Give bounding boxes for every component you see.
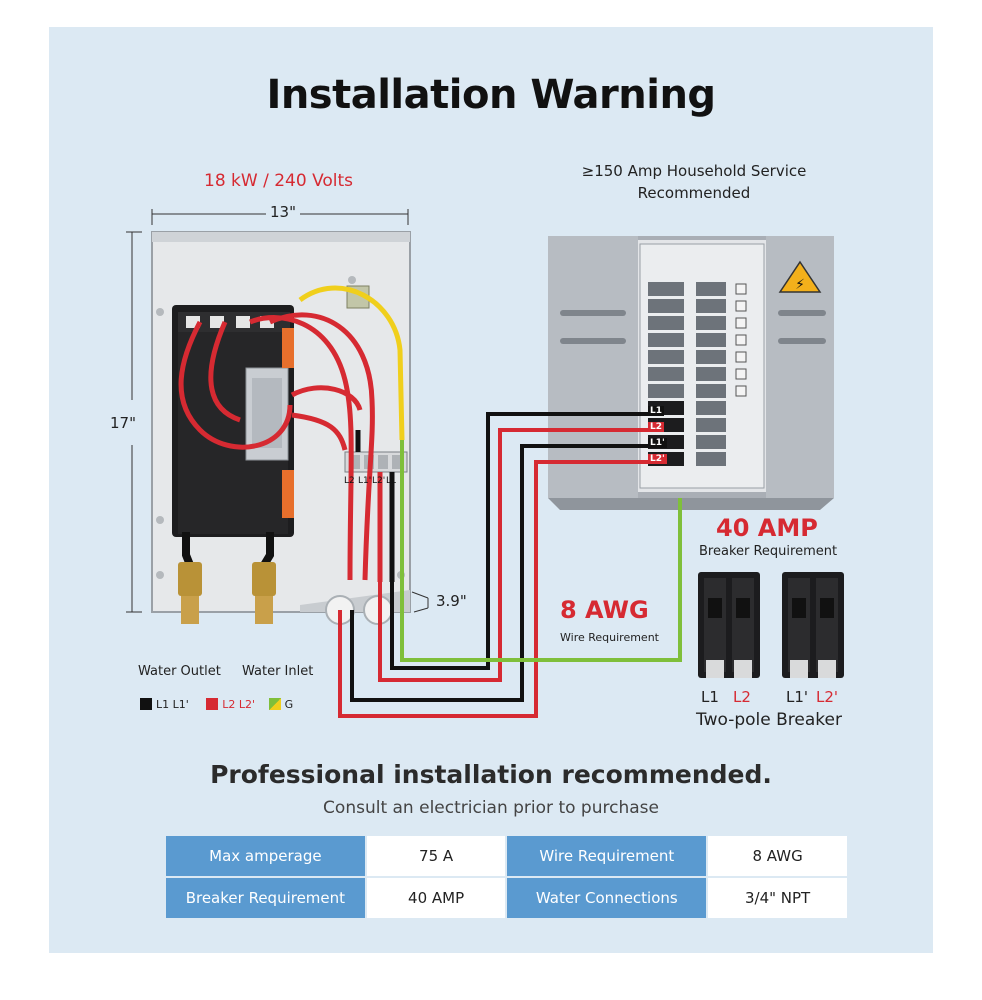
terminal-label-0: L2 xyxy=(344,476,355,486)
heater-depth: 3.9" xyxy=(436,592,467,610)
wire-size: 8 AWG xyxy=(560,596,649,624)
panel-breaker xyxy=(696,384,726,398)
panel-breaker xyxy=(696,350,726,364)
terminal-label-1: L1' xyxy=(358,476,372,486)
two-pole-breaker-1 xyxy=(698,572,760,678)
panel-label-l1p: L1' xyxy=(648,438,667,448)
breaker-label-l1p: L1' xyxy=(786,688,809,706)
spec-key: Breaker Requirement xyxy=(164,876,367,920)
breaker-label-l1: L1 xyxy=(701,688,719,706)
panel-breaker xyxy=(696,418,726,432)
wire-legend: L1 L1' L2 L2' G xyxy=(140,698,293,711)
panel-breaker xyxy=(648,350,684,364)
water-heater xyxy=(151,231,411,625)
breaker-amp: 40 AMP xyxy=(716,514,818,542)
panel-breaker xyxy=(696,435,726,449)
spec-key: Water Connections xyxy=(505,876,709,920)
legend-item-ground: G xyxy=(268,698,293,711)
table-row: Breaker Requirement 40 AMP Water Connect… xyxy=(164,876,849,920)
legend-swatch-black xyxy=(140,698,152,710)
service-note: ≥150 Amp Household Service Recommended xyxy=(572,160,816,204)
table-row: Max amperage 75 A Wire Requirement 8 AWG xyxy=(164,834,849,878)
spec-key: Max amperage xyxy=(164,834,367,878)
spec-key: Wire Requirement xyxy=(505,834,709,878)
service-line-2: Recommended xyxy=(637,184,751,202)
water-inlet-label: Water Inlet xyxy=(242,664,314,679)
service-line-1: ≥150 Amp Household Service xyxy=(581,162,807,180)
breaker-panel: ⚡ xyxy=(548,236,834,510)
panel-breaker xyxy=(696,401,726,415)
breaker-label-l2p: L2' xyxy=(816,688,839,706)
panel-breaker xyxy=(648,316,684,330)
bus-screw xyxy=(735,283,747,295)
panel-label-l2p: L2' xyxy=(648,454,667,464)
panel-breaker xyxy=(696,452,726,466)
spec-value: 8 AWG xyxy=(706,834,849,878)
breaker-name: Two-pole Breaker xyxy=(696,710,842,730)
panel-breaker xyxy=(648,282,684,296)
dimension-height xyxy=(126,231,142,613)
page-title: Installation Warning xyxy=(266,72,716,118)
panel-breaker xyxy=(648,384,684,398)
wire-caption: Wire Requirement xyxy=(560,631,659,644)
spec-value: 3/4" NPT xyxy=(706,876,849,920)
bus-screw xyxy=(735,317,747,329)
legend-item-black: L1 L1' xyxy=(140,698,189,711)
bus-screw xyxy=(735,334,747,346)
panel-breaker-rows xyxy=(648,282,747,466)
svg-text:⚡: ⚡ xyxy=(795,277,805,293)
two-pole-breaker-2 xyxy=(782,572,844,678)
panel-breaker xyxy=(696,316,726,330)
panel-breaker xyxy=(696,282,726,296)
bus-screw xyxy=(735,368,747,380)
panel-breaker xyxy=(696,367,726,381)
specs-table: Max amperage 75 A Wire Requirement 8 AWG… xyxy=(164,834,849,920)
breaker-caption: Breaker Requirement xyxy=(699,544,838,559)
panel-label-l2: L2 xyxy=(648,422,664,432)
panel-breaker xyxy=(696,299,726,313)
bus-screw xyxy=(735,385,747,397)
recommend-sub: Consult an electrician prior to purchase xyxy=(323,798,659,818)
water-outlet-label: Water Outlet xyxy=(138,664,221,679)
panel-breaker xyxy=(648,367,684,381)
dimension-depth xyxy=(411,591,429,613)
panel-label-l1: L1 xyxy=(648,406,664,416)
breaker-label-l2: L2 xyxy=(733,688,751,706)
heater-height: 17" xyxy=(110,414,136,432)
terminal-label-3: L1 xyxy=(386,476,397,486)
panel-breaker xyxy=(696,333,726,347)
terminal-label-2: L2' xyxy=(372,476,386,486)
panel-breaker xyxy=(648,333,684,347)
heater-rating: 18 kW / 240 Volts xyxy=(204,171,354,191)
legend-item-red: L2 L2' xyxy=(206,698,255,711)
recommend-headline: Professional installation recommended. xyxy=(210,760,772,789)
legend-swatch-red xyxy=(206,698,219,710)
bus-screw xyxy=(735,300,747,312)
panel-breaker xyxy=(648,299,684,313)
heater-width: 13" xyxy=(266,203,300,221)
legend-swatch-ground xyxy=(268,698,281,710)
bus-screw xyxy=(735,351,747,363)
supply-wires xyxy=(338,412,682,718)
spec-value: 40 AMP xyxy=(364,876,508,920)
spec-value: 75 A xyxy=(364,834,508,878)
